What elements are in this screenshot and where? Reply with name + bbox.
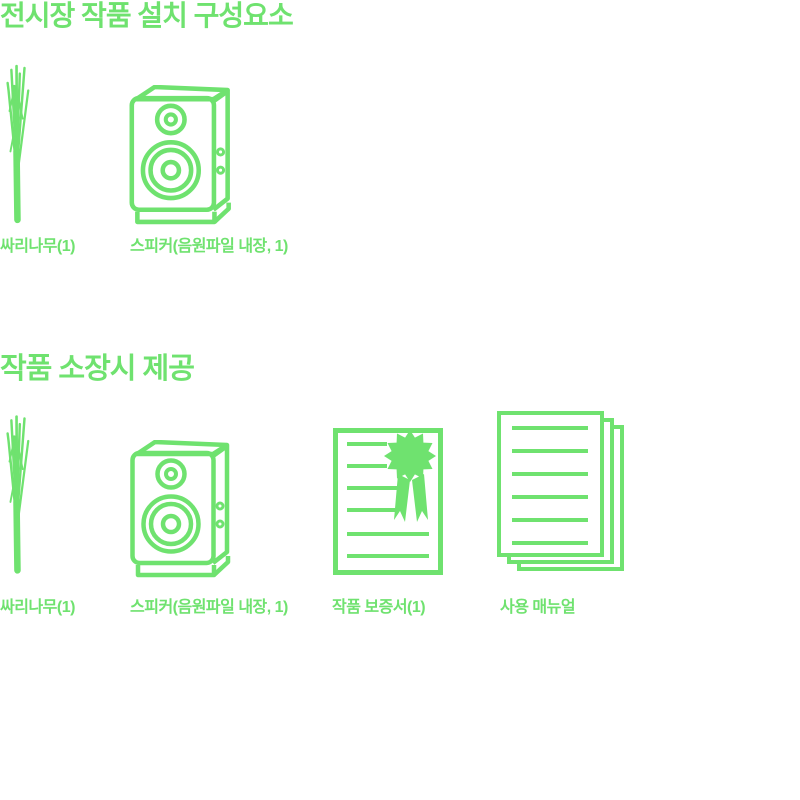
- bush-clover-branches-icon: [2, 410, 32, 577]
- certificate-icon: [333, 428, 443, 575]
- speaker-icon: [129, 440, 235, 580]
- item-label-speaker: 스피커(음원파일 내장, 1): [130, 238, 288, 255]
- item-label-certificate: 작품 보증서(1): [332, 599, 426, 616]
- speaker-icon: [129, 85, 235, 227]
- section-installation-title: 전시장 작품 설치 구성요소: [0, 0, 294, 31]
- bush-clover-branches-icon: [2, 58, 32, 228]
- item-label-bush-clover: 싸리나무(1): [0, 599, 75, 616]
- item-label-speaker: 스피커(음원파일 내장, 1): [130, 599, 288, 616]
- manual-pages-icon: [497, 411, 625, 573]
- section-ownership-title: 작품 소장시 제공: [0, 353, 195, 385]
- item-label-manual: 사용 매뉴얼: [500, 599, 576, 616]
- item-label-bush-clover: 싸리나무(1): [0, 238, 75, 255]
